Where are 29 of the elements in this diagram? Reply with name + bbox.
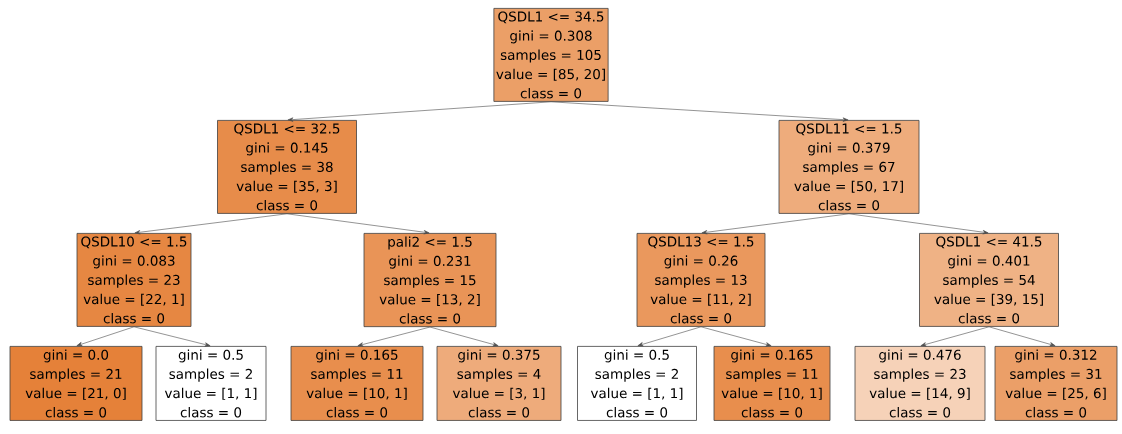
tree-node-box: gini = 0.312 samples = 31 value = [25, 6] class = 0 [994,346,1118,421]
tree-node-box: gini = 0.375 samples = 4 value = [3, 1] class = 0 [436,346,562,421]
arrow [920,326,990,347]
tree-node-box: gini = 0.0 samples = 21 value = [21, 0] class = 0 [9,346,143,421]
tree-node-box: gini = 0.165 samples = 11 value = [10, 1] class = 0 [713,346,831,421]
arrow [848,213,989,235]
arrow [76,326,135,347]
arrow [429,326,499,347]
tree-node-box: QSDL10 <= 1.5 gini = 0.083 samples = 23 value = [22, 1] class = 0 [76,233,192,327]
tree-node-box: gini = 0.165 samples = 11 value = [10, 1] class = 0 [290,346,424,421]
arrow [701,213,850,235]
arrow [287,101,552,122]
arrow [357,326,431,347]
arrow [700,326,772,347]
tree-node-box: QSDL1 <= 41.5 gini = 0.401 samples = 54 value = [39, 15] class = 0 [919,233,1059,327]
tree-node-box: pali2 <= 1.5 gini = 0.231 samples = 15 value = [13, 2] class = 0 [363,233,497,328]
tree-node-box: QSDL1 <= 34.5 gini = 0.308 samples = 105 value = [85, 20] class = 0 [493,8,609,102]
arrow [988,326,1056,347]
arrow [133,326,211,347]
tree-node-box: gini = 0.5 samples = 2 value = [1, 1] class = 0 [155,346,267,421]
tree-node-box: gini = 0.5 samples = 2 value = [1, 1] class = 0 [577,346,697,421]
arrow [286,213,430,235]
arrow [637,326,702,347]
tree-node-box: QSDL13 <= 1.5 gini = 0.26 samples = 13 value = [11, 2] class = 0 [636,233,766,327]
arrow [550,101,849,122]
arrow [134,213,288,235]
tree-node-box: QSDL11 <= 1.5 gini = 0.379 samples = 67 value = [50, 17] class = 0 [778,120,920,214]
tree-node-box: QSDL1 <= 32.5 gini = 0.145 samples = 38 value = [35, 3] class = 0 [217,120,357,214]
tree-node-box: gini = 0.476 samples = 23 value = [14, 9] class = 0 [854,346,986,421]
